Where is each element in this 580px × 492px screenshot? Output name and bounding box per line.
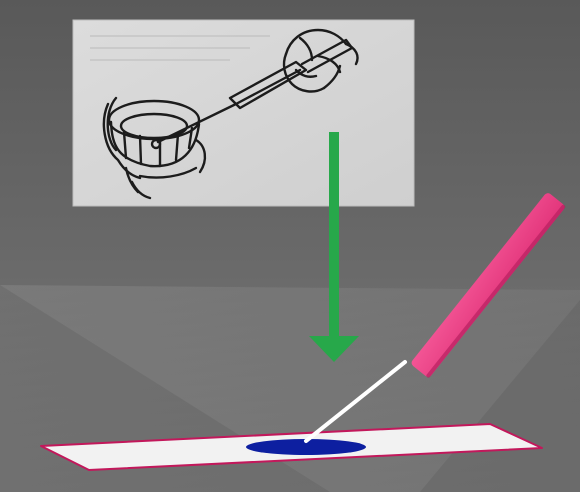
sketch-photo (73, 20, 414, 206)
